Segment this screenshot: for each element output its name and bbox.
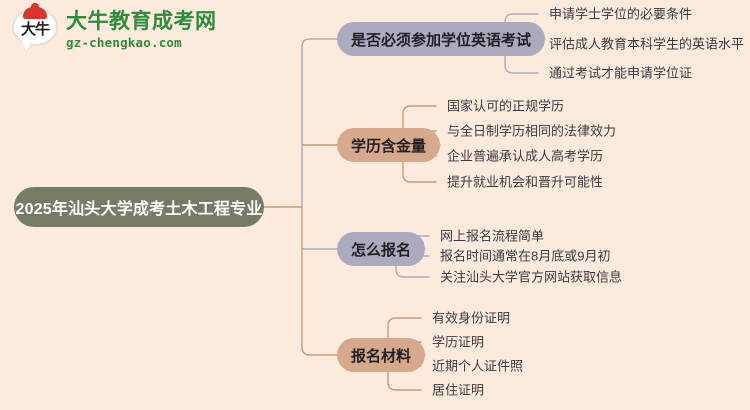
- wire-leaf-0-0: [504, 13, 539, 23]
- branch-node-3[interactable]: 报名材料: [337, 338, 426, 372]
- wire-branch-0: [301, 38, 338, 208]
- branch-node-2-label: 怎么报名: [351, 241, 412, 259]
- leaf-node-1-3[interactable]: 提升就业机会和晋升可能性: [447, 174, 604, 190]
- site-logo-header: 大牛 大牛教育成考网 gz-chengkao.com: [12, 3, 217, 52]
- leaf-node-0-1[interactable]: 评估成人教育本科学生的英语水平: [549, 36, 745, 52]
- wire-leaf-0-last: [504, 64, 539, 74]
- brand-name: 大牛教育成考网: [66, 8, 217, 33]
- logo-mark-text: 大牛: [20, 19, 50, 38]
- bubble-cap: [23, 3, 47, 19]
- speech-bubble-logo-icon: 大牛: [12, 3, 58, 52]
- branch-node-2[interactable]: 怎么报名: [337, 232, 426, 266]
- branch-node-3-label: 报名材料: [351, 347, 412, 365]
- wire-leaf-1-last: [402, 173, 437, 183]
- leaf-node-2-1[interactable]: 报名时间通常在8月底或9月初: [440, 248, 611, 264]
- wire-leaf-3-last: [387, 381, 422, 391]
- branch-node-0-label: 是否必须参加学位英语考试: [351, 31, 532, 49]
- leaf-node-1-2[interactable]: 企业普遍承认成人高考学历: [447, 148, 604, 164]
- wire-leaf-1-0: [402, 105, 437, 115]
- leaf-node-0-2[interactable]: 通过考试才能申请学位证: [549, 65, 693, 81]
- wire-leaf-3-0: [387, 317, 422, 327]
- branch-node-1-label: 学历含金量: [351, 137, 427, 155]
- wire-leaf-2-last: [395, 268, 430, 278]
- root-node-label: 2025年汕头大学成考土木工程专业: [15, 201, 263, 218]
- leaf-node-3-2[interactable]: 近期个人证件照: [432, 358, 524, 374]
- leaf-node-3-0[interactable]: 有效身份证明: [432, 310, 511, 326]
- leaf-node-2-2[interactable]: 关注汕头大学官方网站获取信息: [440, 269, 623, 285]
- bubble-tail: [21, 40, 33, 51]
- leaf-node-0-0[interactable]: 申请学士学位的必要条件: [549, 6, 693, 22]
- root-node[interactable]: 2025年汕头大学成考土木工程专业: [14, 187, 264, 227]
- brand-url: gz-chengkao.com: [66, 35, 182, 51]
- brand-block: 大牛教育成考网 gz-chengkao.com: [66, 8, 217, 51]
- leaf-node-1-0[interactable]: 国家认可的正规学历: [447, 98, 565, 114]
- leaf-node-3-3[interactable]: 居住证明: [432, 382, 485, 398]
- wire-branch-3: [301, 206, 338, 356]
- leaf-node-1-1[interactable]: 与全日制学历相同的法律效力: [447, 123, 617, 139]
- branch-node-1[interactable]: 学历含金量: [337, 128, 441, 162]
- leaf-node-3-1[interactable]: 学历证明: [432, 334, 485, 350]
- leaf-node-2-0[interactable]: 网上报名流程简单: [440, 228, 545, 244]
- branch-node-0[interactable]: 是否必须参加学位英语考试: [337, 22, 546, 56]
